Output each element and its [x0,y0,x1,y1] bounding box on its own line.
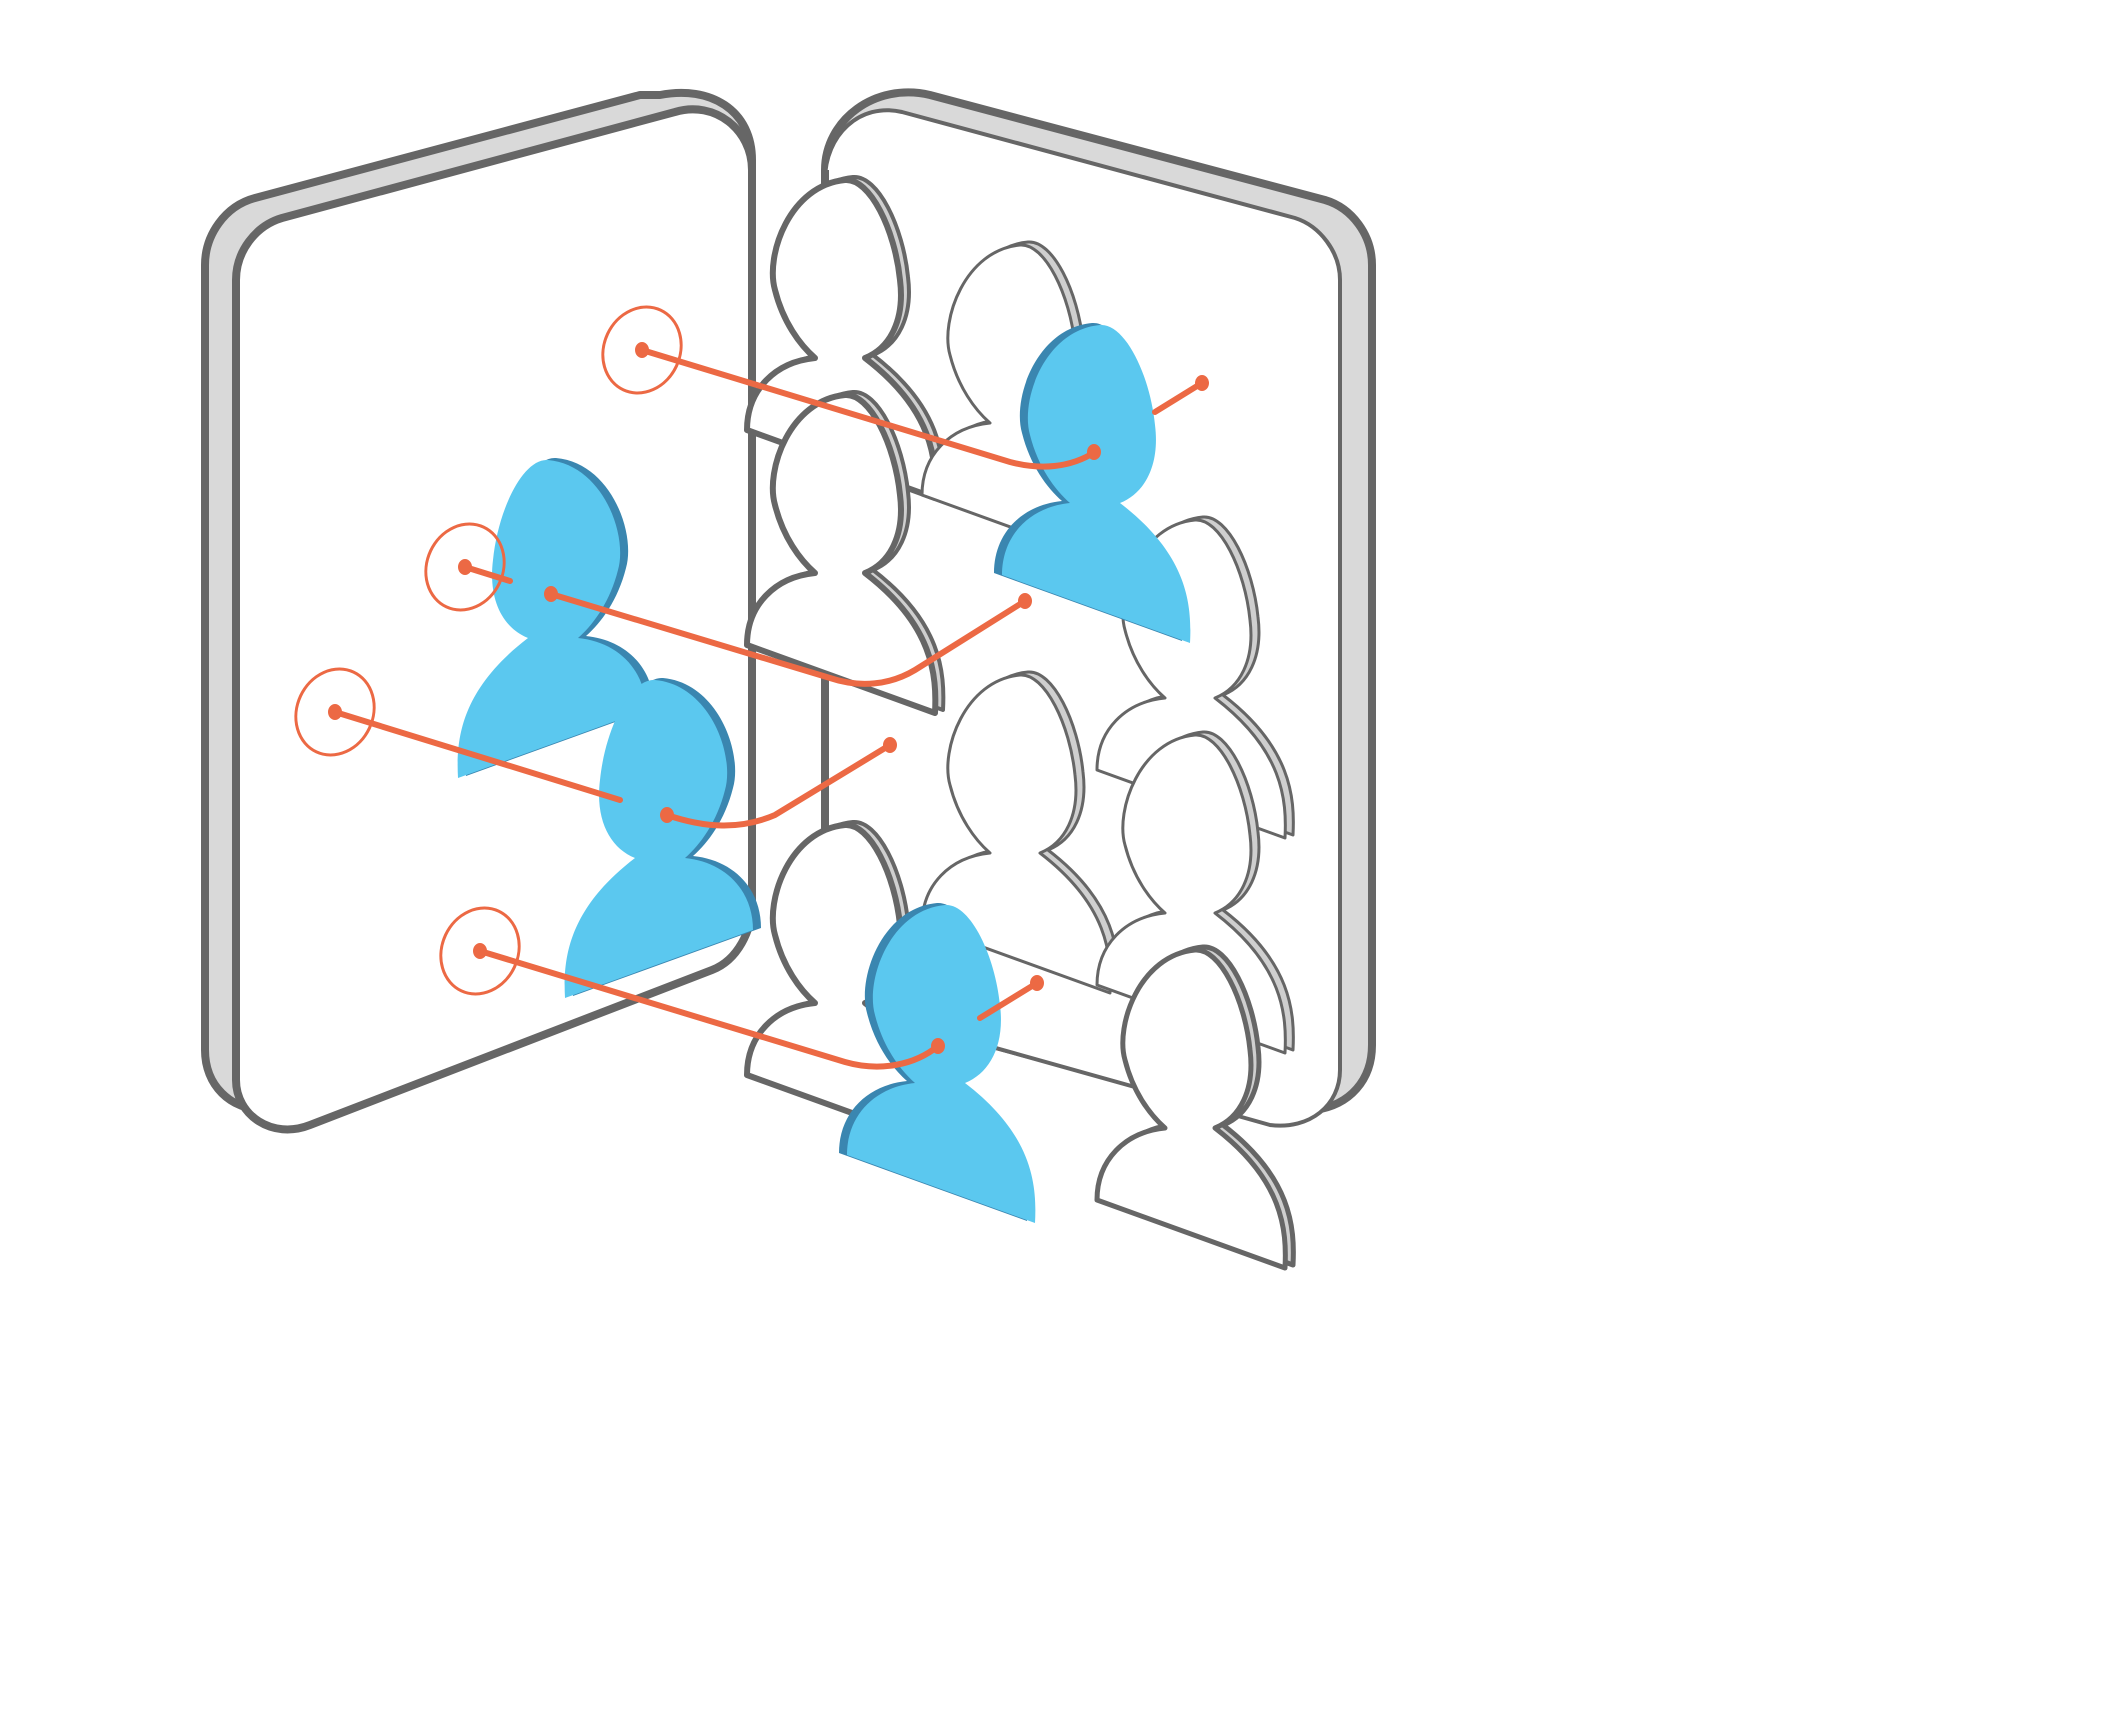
left-page [201,88,756,1134]
connector-lines [332,347,1205,1070]
target-ring-icon [439,906,521,996]
connector-dot [544,586,558,602]
connection-line [1152,380,1205,415]
connection-line [548,591,1028,687]
connection-line [462,564,513,584]
connector-dot [931,1038,945,1054]
connector-dot [1087,444,1101,460]
connector-dots [328,342,1209,1054]
connector-dot [473,943,487,959]
target-ring-icon [601,305,683,395]
connector-dot [1018,593,1032,609]
connector-dot [660,807,674,823]
connector-dot [635,342,649,358]
connector-dot [1195,375,1209,391]
connection-line [332,709,623,803]
connector-dot [458,559,472,575]
connection-line [639,347,1098,470]
connector-dot [1030,975,1044,991]
target-ring-icon [294,667,376,757]
connection-line [664,742,893,829]
connection-line [977,980,1040,1021]
connector-dot [883,737,897,753]
left-page-face [232,105,756,1134]
target-ring-icon [424,522,506,612]
connection-line [477,948,941,1070]
target-rings [294,305,683,996]
connector-dot [328,704,342,720]
